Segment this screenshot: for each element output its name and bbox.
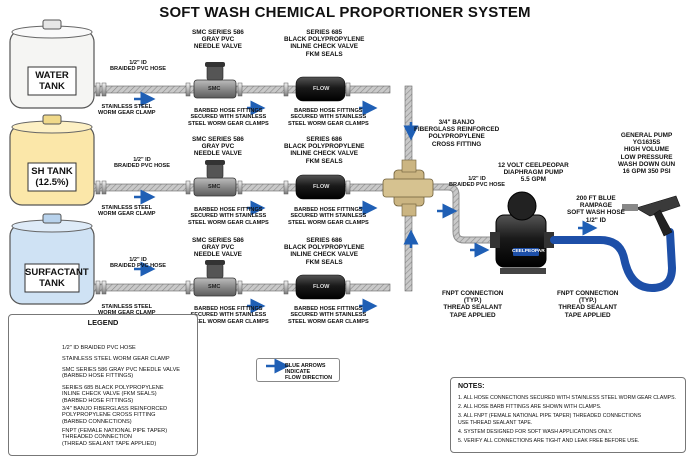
sh-tank <box>9 114 95 206</box>
check-valve-label-row3: SERIES 686 BLACK POLYPROPYLENE INLINE CH… <box>284 237 365 266</box>
needle-valve-label-row3: SMC SERIES 586 GRAY PVC NEEDLE VALVE <box>192 237 244 259</box>
check-valves <box>295 76 346 300</box>
sh-tank-label: SH TANK(12.5%) <box>31 166 73 188</box>
note-3: 3. ALL FNPT (FEMALE NATIONAL PIPE TAPER)… <box>458 413 642 419</box>
legend: LEGEND 1/2" ID BRAIDED PVC HOSE STAINLES… <box>8 314 198 456</box>
legend-item-banjo: 3/4" BANJO FIBERGLASS REINFORCED POLYPRO… <box>62 406 168 425</box>
legend-item-check-valve: SERIES 685 BLACK POLYPROPYLENE INLINE CH… <box>62 385 164 404</box>
clamp-label-row3: STAINLESS STEEL WORM GEAR CLAMP <box>98 304 156 316</box>
clamp-label-top: STAINLESS STEEL WORM GEAR CLAMP <box>98 104 156 117</box>
note-3-cont: USE THREAD SEALANT TAPE. <box>458 420 533 426</box>
legend-item-needle-valve: SMC SERIES 586 GRAY PVC NEEDLE VALVE (BA… <box>62 367 181 380</box>
clamps <box>95 82 351 295</box>
barbed-note2-row3: BARBED HOSE FITTINGS SECURED WITH STAINL… <box>288 306 369 325</box>
blue-soft-wash-hose <box>550 228 677 293</box>
surfactant-tank <box>9 213 95 305</box>
note-2: 2. ALL HOSE BARB FITTINGS ARE SHOWN WITH… <box>458 404 602 410</box>
barbed-note2-row1: BARBED HOSE FITTINGS SECURED WITH STAINL… <box>288 108 369 127</box>
clamp-label-row2: STAINLESS STEEL WORM GEAR CLAMP <box>98 205 156 218</box>
note-5: 5. VERIFY ALL CONNECTIONS ARE TIGHT AND … <box>458 438 640 444</box>
page-title: SOFT WASH CHEMICAL PROPORTIONER SYSTEM <box>159 4 531 21</box>
barbed-note2-row2: BARBED HOSE FITTINGS SECURED WITH STAINL… <box>288 207 369 226</box>
flow-direction-note: BLUE ARROWS INDICATE FLOW DIRECTION <box>256 358 340 382</box>
flow-direction-text: BLUE ARROWS INDICATE FLOW DIRECTION <box>285 363 333 382</box>
diaphragm-pump <box>490 191 554 274</box>
hose-label-row3: 1/2" ID BRAIDED PVC HOSE <box>110 257 166 270</box>
notes-title: NOTES: <box>458 383 485 390</box>
notes-box: NOTES: 1. ALL HOSE CONNECTIONS SECURED W… <box>450 377 686 453</box>
hose-label-row1: 1/2" ID BRAIDED PVC HOSE <box>110 60 166 73</box>
valve-badge-row3: SMC <box>208 284 221 290</box>
barbed-note-row3: BARBED HOSE FITTINGS SECURED WITH STAINL… <box>188 306 269 325</box>
flow-badge-row2: FLOW <box>313 184 330 190</box>
flow-arrows <box>134 91 598 374</box>
flow-badge-row3: FLOW <box>313 284 330 290</box>
barbed-note-row1: BARBED HOSE FITTINGS SECURED WITH STAINL… <box>188 108 269 127</box>
outlet-hose-label: 1/2" ID BRAIDED PVC HOSE <box>449 176 505 189</box>
hose-label-row2: 1/2" ID BRAIDED PVC HOSE <box>114 157 170 170</box>
valve-badge-row1: SMC <box>208 86 221 92</box>
valve-badge-row2: SMC <box>208 184 221 190</box>
fnpt-right-label: FNPT CONNECTION (TYP.) THREAD SEALANT TA… <box>557 290 619 319</box>
banjo-cross-fitting <box>382 159 434 217</box>
needle-valves <box>193 62 237 297</box>
blue-hose-label: 200 FT BLUE RAMPAGE SOFT WASH HOSE 1/2" … <box>567 195 625 224</box>
note-1: 1. ALL HOSE CONNECTIONS SECURED WITH STA… <box>458 395 677 401</box>
legend-title: LEGEND <box>87 318 119 327</box>
check-valve-label-row2: SERIES 686 BLACK POLYPROPYLENE INLINE CH… <box>284 136 365 165</box>
legend-item-fnpt: FNPT (FEMALE NATIONAL PIPE TAPER) THREAD… <box>62 428 168 447</box>
flow-badge-row1: FLOW <box>313 86 330 92</box>
gun-label: GENERAL PUMP YG1635S HIGH VOLUME LOW PRE… <box>618 132 676 176</box>
water-tank <box>9 19 95 109</box>
legend-item-hose: 1/2" ID BRAIDED PVC HOSE <box>62 345 136 351</box>
check-valve-label-row1: SERIES 685 BLACK POLYPROPYLENE INLINE CH… <box>284 29 365 58</box>
wash-down-gun <box>622 195 681 237</box>
pump-label: 12 VOLT CEELPEOPAR DIAPHRAGM PUMP 5.5 GP… <box>498 162 569 184</box>
fnpt-left-label: FNPT CONNECTION (TYP.) THREAD SEALANT TA… <box>442 290 504 319</box>
barbed-note-row2: BARBED HOSE FITTINGS SECURED WITH STAINL… <box>188 207 269 226</box>
legend-item-clamp: STAINLESS STEEL WORM GEAR CLAMP <box>62 356 170 362</box>
needle-valve-label-row2: SMC SERIES 586 GRAY PVC NEEDLE VALVE <box>192 136 244 158</box>
banjo-label: 3/4" BANJO FIBERGLASS REINFORCED POLYPRO… <box>414 119 500 148</box>
pump-badge: CEELPEOPAR <box>512 249 545 254</box>
needle-valve-label-row1: SMC SERIES 586 GRAY PVC NEEDLE VALVE <box>192 29 244 51</box>
note-4: 4. SYSTEM DESIGNED FOR SOFT WASH APPLICA… <box>458 429 613 435</box>
